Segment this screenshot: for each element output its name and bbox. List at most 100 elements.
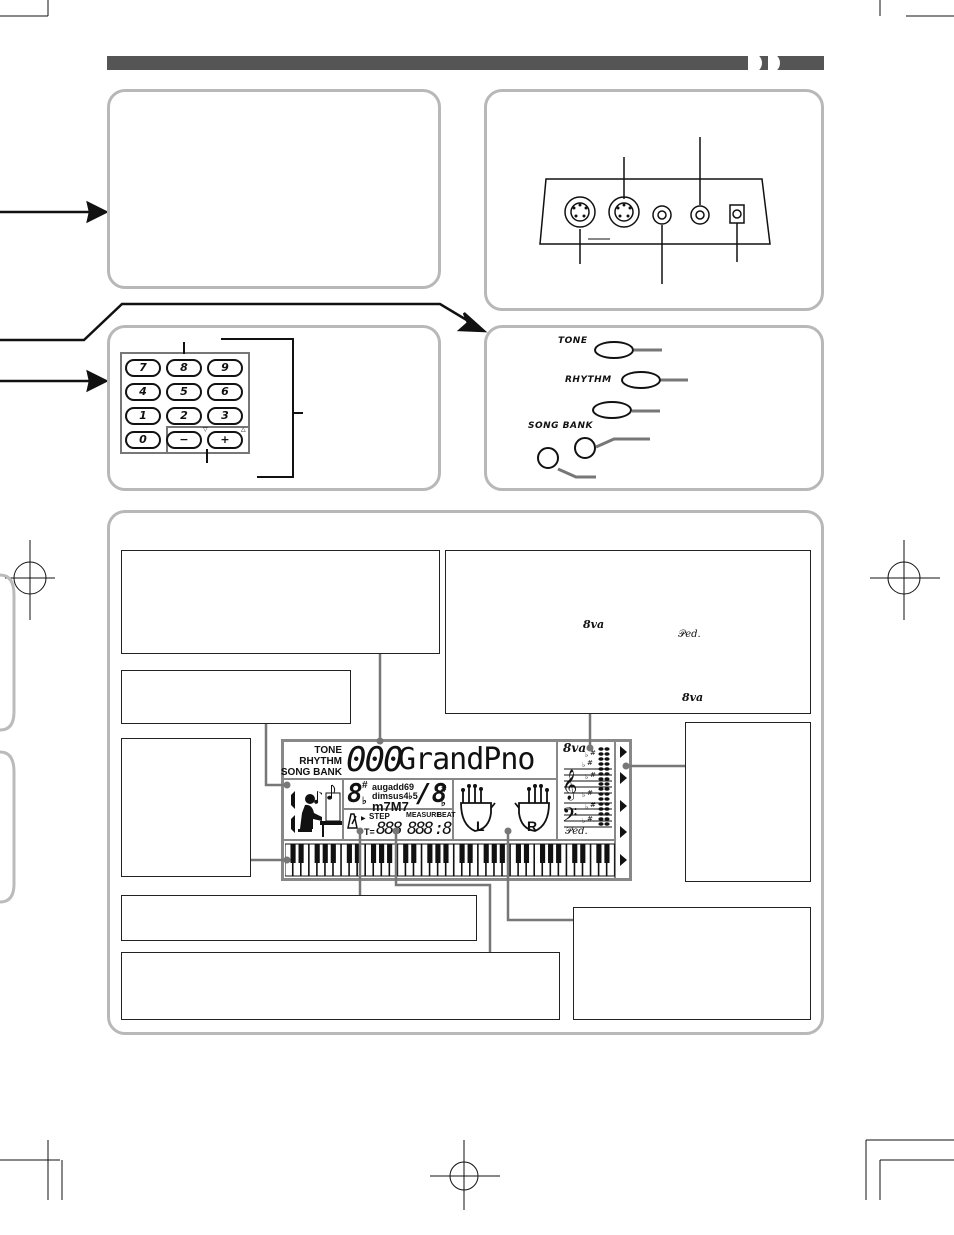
numpad-key-0[interactable]: 0 (125, 431, 161, 449)
lcd-number: 000 (346, 740, 403, 780)
beat-value: :8 (434, 819, 453, 839)
notes-pedal-mark: 𝒫𝑒𝑑. (678, 629, 701, 640)
desc-box-tone-name (121, 550, 440, 654)
black-key (322, 844, 328, 863)
black-key (427, 844, 433, 863)
round-button-left[interactable] (537, 447, 559, 469)
numpad-key-2[interactable]: 2 (166, 407, 202, 425)
black-key (539, 844, 546, 863)
svg-text:#: # (587, 815, 593, 823)
black-key (580, 844, 586, 863)
numpad-key-plus[interactable]: + (207, 431, 243, 449)
metronome-icon (347, 813, 358, 829)
black-key (330, 844, 336, 863)
numpad-key-5[interactable]: 5 (166, 383, 202, 401)
header-bar (107, 56, 824, 70)
rhythm-button[interactable] (621, 371, 661, 389)
svg-text:#: # (587, 789, 593, 797)
numpad-key-6[interactable]: 6 (207, 383, 243, 401)
numpad-key-8[interactable]: 8 (166, 359, 202, 377)
notes-octave-mark-1: 8va (583, 618, 605, 631)
song-bank-button[interactable] (592, 401, 632, 419)
lcd-label-rhythm: RHYTHM (299, 756, 342, 767)
panel-rear-jacks (484, 89, 824, 311)
chord-root-sharp: # (362, 780, 368, 791)
desc-box-chord (121, 895, 477, 941)
lcd-label-song-bank: SONG BANK (280, 767, 342, 778)
staff-pedal-mark: 𝒫𝑒𝑑. (565, 826, 588, 837)
black-key (403, 844, 409, 863)
desc-box-keyboard (121, 738, 251, 877)
pointer-arrows (0, 200, 488, 393)
lcd-tone-name: GrandPno (398, 742, 536, 777)
svg-text:♭: ♭ (585, 803, 588, 811)
numpad-key-minus[interactable]: − (166, 431, 202, 449)
tempo-prefix: T= (364, 827, 375, 837)
numpad-key-9[interactable]: 9 (207, 359, 243, 377)
notes-octave-mark-2: 8va (682, 691, 704, 704)
svg-text:♭: ♭ (582, 817, 585, 825)
black-key (604, 844, 610, 863)
black-key (491, 844, 497, 863)
desc-box-mode (121, 670, 351, 724)
chord-types-mid: dimsus4♭5 (372, 791, 418, 801)
mode-button-callouts (557, 348, 688, 479)
panel-description-top-left (107, 89, 441, 289)
hand-right-label: R (527, 818, 538, 834)
svg-text:♭: ♭ (582, 791, 585, 799)
black-key (387, 844, 393, 863)
numpad-key-3[interactable]: 3 (207, 407, 243, 425)
black-key (411, 844, 417, 863)
svg-text:#: # (590, 801, 596, 809)
svg-text:△: △ (241, 426, 246, 433)
header-bar-tab-2 (768, 53, 780, 73)
keyboard-keys (284, 843, 615, 877)
hands-illustration (460, 784, 550, 832)
black-key (556, 844, 562, 863)
numpad-callouts: ▽ △ (183, 338, 303, 478)
header-bar-tab-1 (748, 53, 762, 73)
desc-box-indicators (685, 722, 811, 882)
numpad-key-4[interactable]: 4 (125, 383, 161, 401)
chord-bass: /8 (416, 779, 448, 809)
staff-notation: 𝄞 𝄢 ♭# ♭# ♭# ♭# ♭# ♭# (562, 747, 612, 831)
black-key (467, 844, 473, 863)
black-key (290, 844, 296, 863)
lcd-dividers (284, 742, 616, 878)
svg-text:𝄞: 𝄞 (562, 769, 577, 801)
chord-root: 8 (347, 779, 363, 809)
step-marker: ▶ (361, 816, 366, 822)
black-key (499, 844, 505, 863)
black-key (572, 844, 578, 863)
black-key (596, 844, 602, 863)
beat-label: BEAT (437, 812, 456, 819)
black-key (523, 844, 530, 863)
numpad-key-1[interactable]: 1 (125, 407, 161, 425)
round-button-right[interactable] (574, 437, 596, 459)
black-key (298, 844, 304, 863)
chord-root-flat: ♭ (362, 796, 367, 807)
black-key (314, 844, 320, 863)
chord-bass-sharp: # (441, 784, 447, 795)
svg-text:♭: ♭ (585, 773, 588, 781)
svg-text:#: # (590, 771, 596, 779)
svg-text:#: # (590, 749, 596, 757)
svg-text:#: # (587, 759, 593, 767)
black-key (443, 844, 449, 863)
black-key (548, 844, 554, 863)
chord-types-top: augadd69 (372, 782, 415, 792)
black-key (370, 844, 377, 863)
hand-left-label: L (476, 818, 485, 834)
tone-label: TONE (558, 336, 588, 346)
staff-octave-mark: 8va (563, 741, 587, 755)
chord-types-bot: m7M7 (372, 799, 409, 814)
step-label: STEP (369, 812, 390, 821)
black-key (515, 844, 521, 863)
tone-button[interactable] (594, 341, 634, 359)
measure-label: MEASURE (406, 812, 442, 819)
numpad-key-7[interactable]: 7 (125, 359, 161, 377)
rear-panel-illustration (539, 137, 771, 284)
measure-value: 888 (407, 819, 434, 839)
svg-text:♭: ♭ (585, 751, 588, 759)
